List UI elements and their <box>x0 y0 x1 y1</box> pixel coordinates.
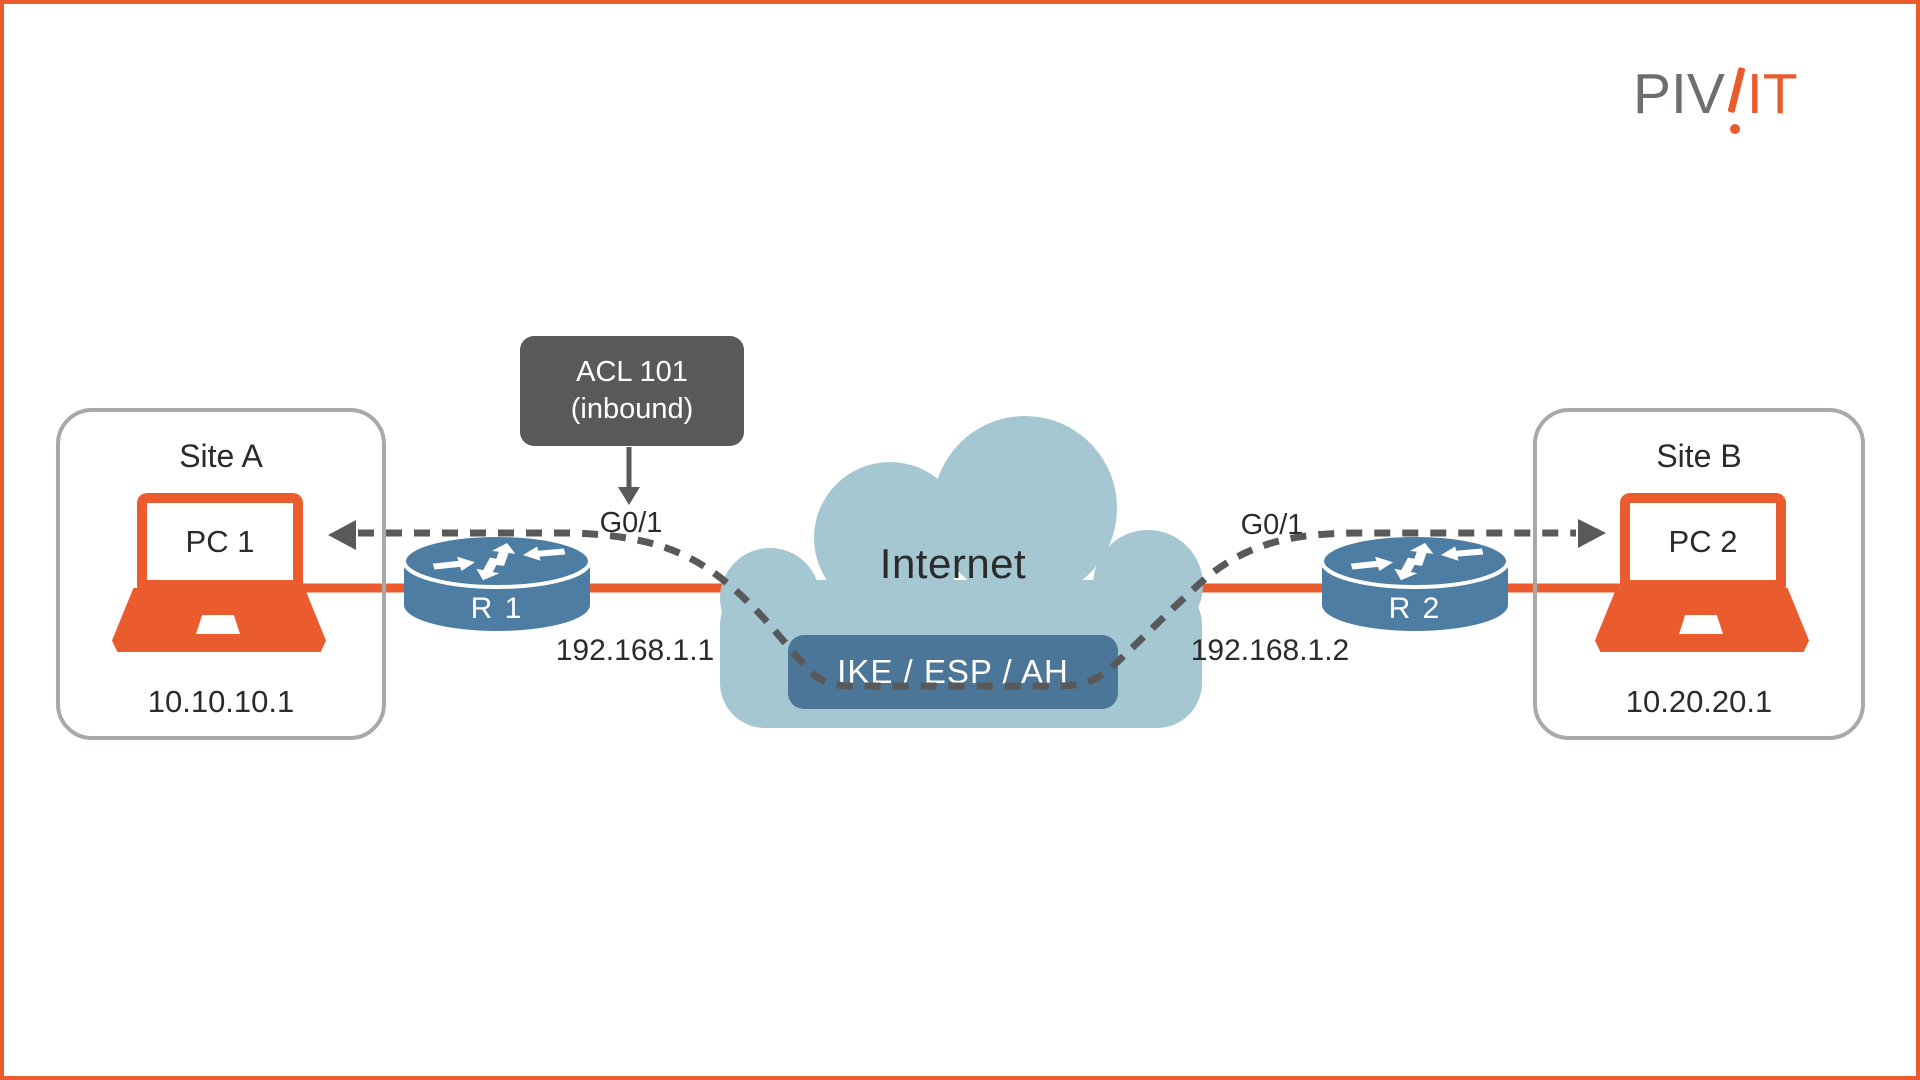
tunnel-protocol-badge: IKE / ESP / AH <box>788 635 1118 709</box>
pc1-laptop-screen: PC 1 <box>137 493 303 590</box>
r2-ip-address: 192.168.1.2 <box>1190 634 1350 667</box>
acl-callout: ACL 101 (inbound) <box>520 336 744 446</box>
pc2-ip-address: 10.20.20.1 <box>1625 684 1773 719</box>
tunnel-protocol-label: IKE / ESP / AH <box>837 653 1069 690</box>
site-b-title: Site B <box>1656 438 1742 474</box>
r1-interface-label: G0/1 <box>599 507 663 539</box>
acl-callout-line1: ACL 101 <box>576 356 688 388</box>
pivit-logo-text-orange: IT <box>1746 62 1798 126</box>
r2-interface-label: G0/1 <box>1240 509 1304 541</box>
router-r2-label: R 2 <box>1389 592 1442 625</box>
router-r2-icon: R 2 <box>1320 533 1510 631</box>
pivit-logo-slash-icon <box>1725 64 1747 142</box>
pc1-laptop-trackpad <box>196 615 240 634</box>
pc2-laptop-screen: PC 2 <box>1620 493 1786 590</box>
pc1-ip-address: 10.10.10.1 <box>147 684 295 719</box>
pivit-logo-text-gray: PIV <box>1633 62 1725 126</box>
pc2-laptop-trackpad <box>1679 615 1723 634</box>
site-a-title: Site A <box>179 438 263 474</box>
router-r1-label: R 1 <box>471 592 524 625</box>
acl-callout-line2: (inbound) <box>570 393 694 425</box>
pc1-label: PC 1 <box>185 523 255 559</box>
r1-ip-address: 192.168.1.1 <box>555 634 715 667</box>
router-r1-icon: R 1 <box>402 533 592 631</box>
pc2-label: PC 2 <box>1668 523 1738 559</box>
pivit-logo: PIV IT <box>1633 64 1798 142</box>
internet-label: Internet <box>879 540 1027 587</box>
